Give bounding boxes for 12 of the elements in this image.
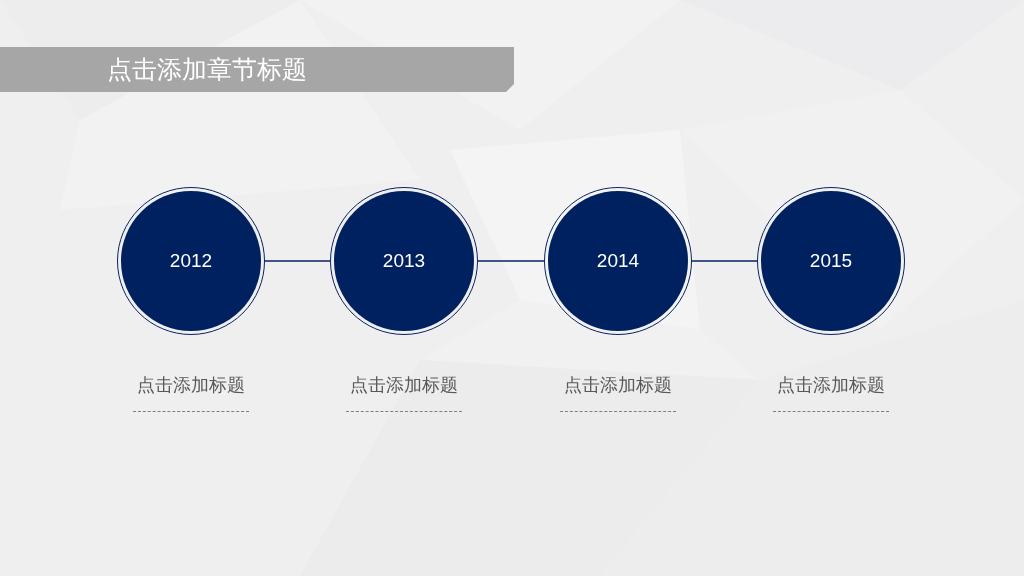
caption-text: 点击添加标题: [563, 374, 673, 396]
connector-line: [477, 260, 545, 262]
connector-line: [691, 260, 758, 262]
year-label: 2014: [595, 250, 641, 272]
caption-text: 点击添加标题: [776, 374, 886, 396]
caption-text: 点击添加标题: [349, 374, 459, 396]
year-label: 2013: [381, 250, 427, 272]
connector-line: [264, 260, 331, 262]
year-label: 2015: [808, 250, 854, 272]
section-title-banner: 点击添加章节标题: [0, 47, 514, 92]
year-label: 2012: [168, 250, 214, 272]
caption-text: 点击添加标题: [136, 374, 246, 396]
